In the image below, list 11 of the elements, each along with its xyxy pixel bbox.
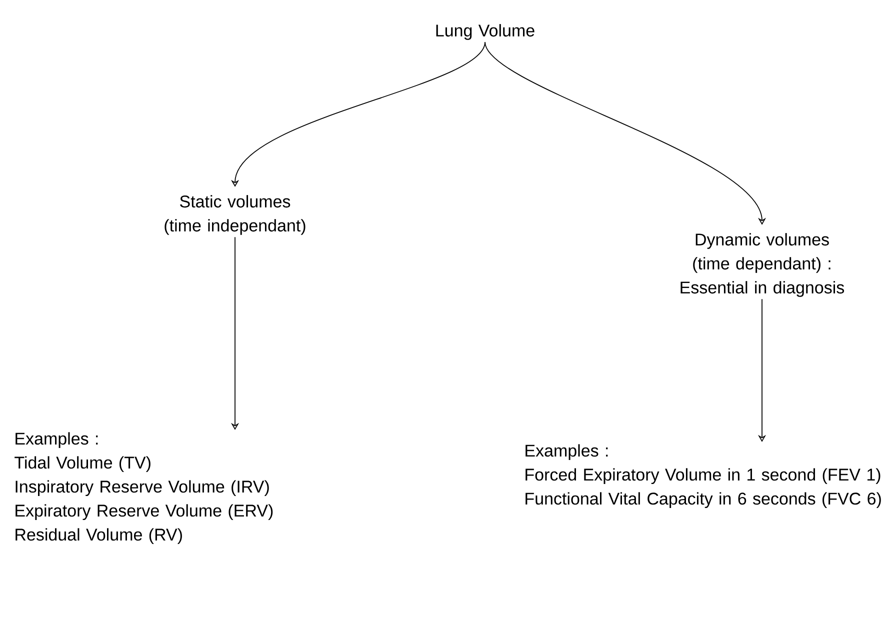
text-label: Tidal Volume (TV) <box>14 456 150 472</box>
text-label: Examples : <box>526 444 608 460</box>
text-label: Inspiratory Reserve Volume (IRV) <box>16 480 269 496</box>
text-label: Expiratory Reserve Volume (ERV) <box>16 504 273 520</box>
text-label: Residual Volume (RV) <box>16 528 182 544</box>
text-label: Functional Vital Capacity in 6 seconds (FVC 6) <box>526 492 881 508</box>
text-label: Lung Volume <box>436 24 534 40</box>
text-label: Static volumes (time independant) <box>164 195 306 235</box>
text-label: Examples : <box>16 432 98 448</box>
text-label: Forced Expiratory Volume in 1 second (FEV 1) <box>526 468 880 484</box>
text-label: Dynamic volumes (time dependant) : Essential in diagnosis <box>680 233 844 297</box>
